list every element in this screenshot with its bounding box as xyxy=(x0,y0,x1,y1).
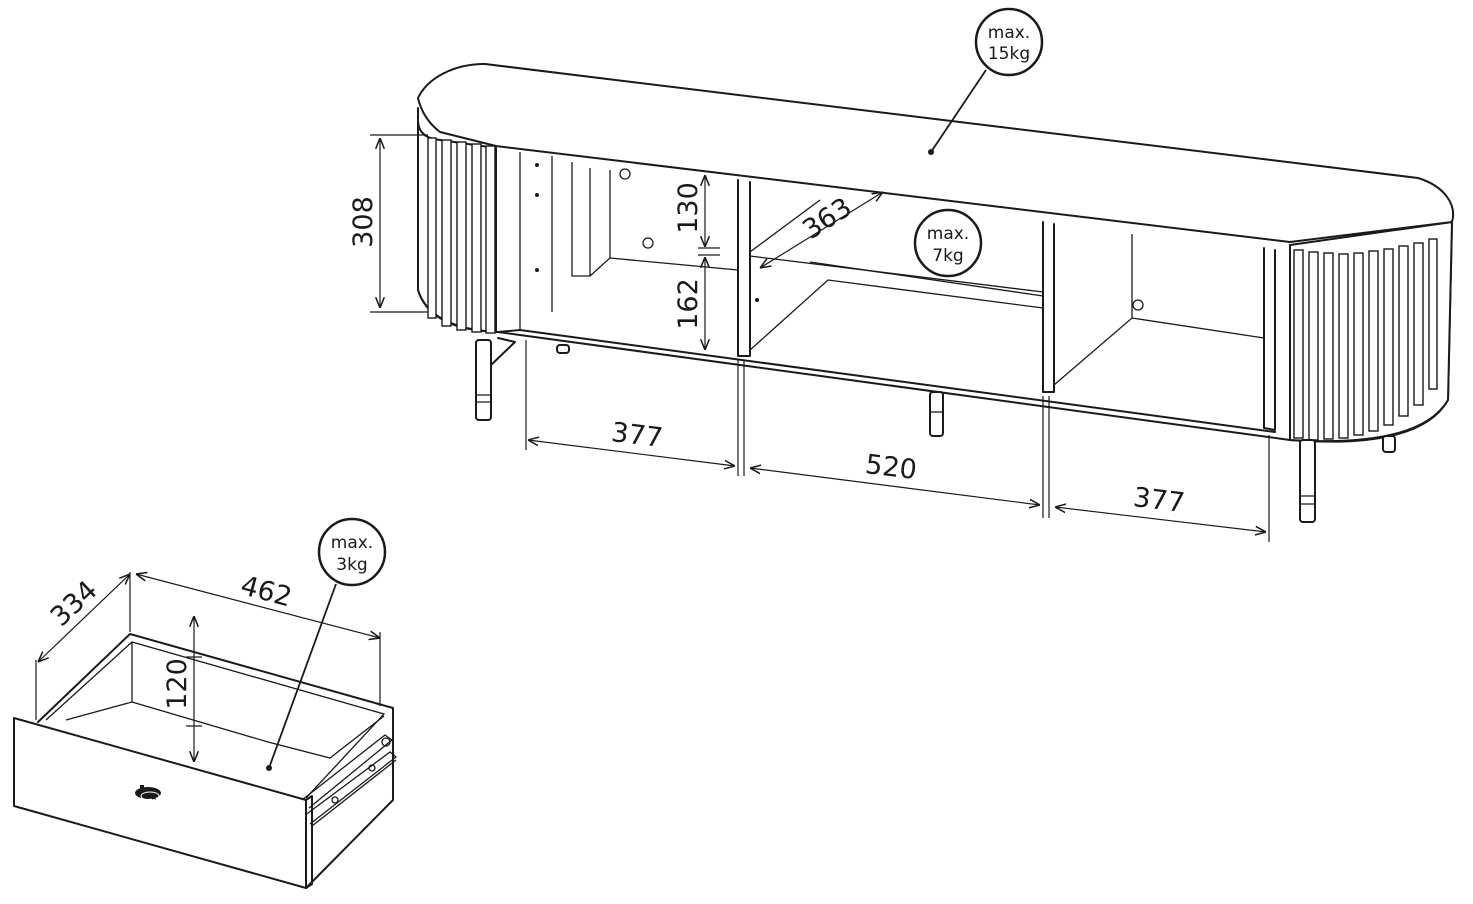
dim-drawer-depth: 334 xyxy=(45,575,104,633)
drawer-load-badge: max. 3kg xyxy=(268,517,387,769)
dim-drawer-width: 462 xyxy=(237,570,295,613)
dim-cabinet-height: 308 xyxy=(348,196,379,248)
top-load-value: 15kg xyxy=(988,44,1030,64)
drawer-load-value: 3kg xyxy=(336,555,367,575)
shelf-load-value: 7kg xyxy=(932,246,963,266)
dim-right-compartment-width: 377 xyxy=(1132,482,1187,519)
dim-left-compartment-width: 377 xyxy=(610,417,665,454)
top-load-badge: max. 15kg xyxy=(930,7,1044,153)
cabinet-legs xyxy=(475,337,1396,523)
shelf-load-badge: max. 7kg xyxy=(913,208,983,278)
drawer xyxy=(13,633,398,889)
dim-middle-compartment-width: 520 xyxy=(864,449,919,486)
dim-lower-shelf-gap: 162 xyxy=(673,278,704,330)
dim-upper-shelf-gap: 130 xyxy=(673,182,704,234)
top-load-label: max. xyxy=(988,23,1030,43)
cabinet-top xyxy=(417,62,1455,243)
tv-cabinet xyxy=(417,62,1455,523)
shelf-load-label: max. xyxy=(927,224,969,244)
left-slatted-end xyxy=(417,119,497,334)
drawer-runner xyxy=(301,734,398,827)
drawer-handle xyxy=(135,785,161,801)
drawer-load-label: max. xyxy=(331,533,373,553)
right-slatted-end xyxy=(1289,221,1453,443)
dim-drawer-height: 120 xyxy=(162,658,193,710)
